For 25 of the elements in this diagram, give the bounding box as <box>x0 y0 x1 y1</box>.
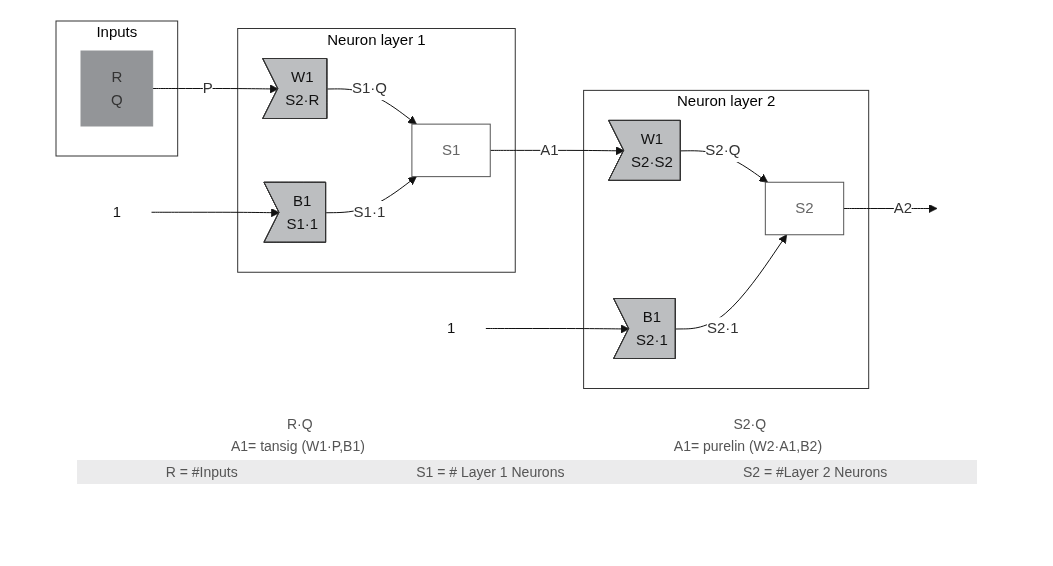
arrow <box>843 204 938 214</box>
node-box: R Q <box>80 50 154 127</box>
arrow <box>152 84 279 94</box>
arrow <box>150 208 280 218</box>
definition-text: S1 = # Layer 1 Neurons <box>416 464 565 480</box>
formula-text: A1= purelin (W2·A1,B2) <box>673 438 823 454</box>
definition-text: S2 = #Layer 2 Neurons <box>742 464 888 480</box>
edge-label: A1 <box>540 141 559 159</box>
edge-label: A2 <box>893 199 913 217</box>
node-text: 1 <box>446 319 456 337</box>
edge-label: S2·1 <box>706 319 739 337</box>
edge-label: S1·Q <box>351 79 387 97</box>
node-box: S1 <box>411 123 491 178</box>
node-box: S2 <box>764 182 845 236</box>
arrow <box>675 234 787 330</box>
edge-label: S1·1 <box>353 203 386 221</box>
formula-text: A1= tansig (W1·P,B1) <box>230 438 365 454</box>
arrow <box>484 324 630 334</box>
arrow <box>489 146 625 156</box>
dimension-label: R·Q <box>286 416 313 432</box>
node-text: 1 <box>112 203 121 221</box>
edge-label: P <box>202 79 213 97</box>
edge-label: S2·Q <box>705 141 741 159</box>
definition-text: R = #Inputs <box>165 464 238 480</box>
dimension-label: S2·Q <box>733 416 767 432</box>
